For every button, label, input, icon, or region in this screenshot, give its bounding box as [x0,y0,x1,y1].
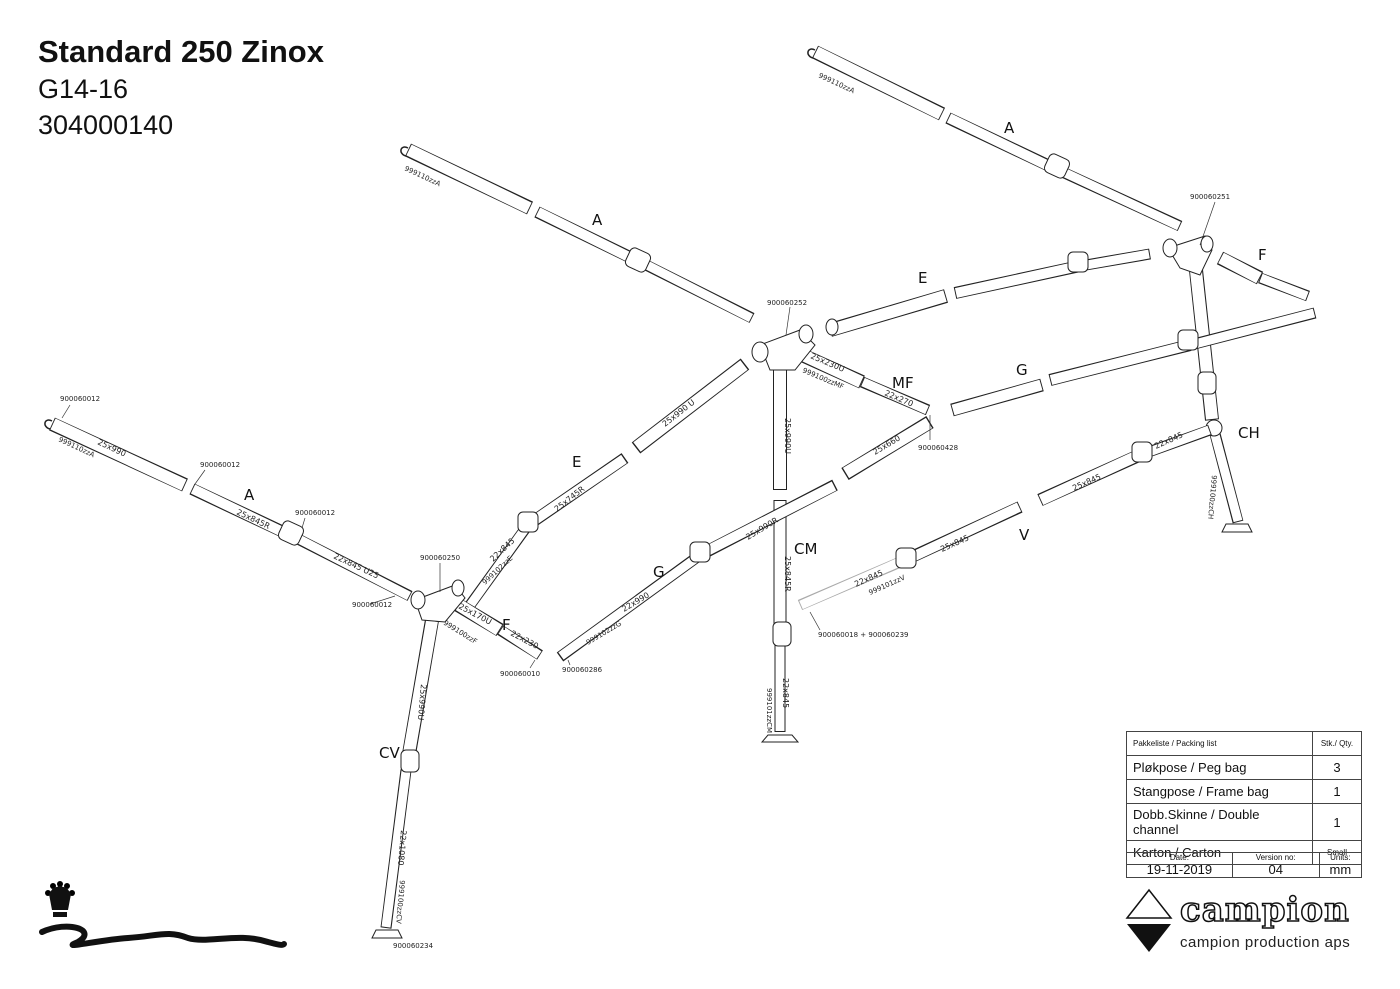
letter-f: F [1258,246,1267,264]
product-title: Standard 250 Zinox [38,34,324,69]
letter-ch: CH [1238,424,1260,442]
pole-cv [371,618,439,939]
pole-g-right [950,307,1317,417]
letter-cm: CM [794,540,817,558]
part-number: 900060286 [562,666,603,674]
part-letters: A A A E E F F G G MF CM CV CH V [244,119,1267,762]
model-code: G14-16 [38,74,129,104]
pole-mf [799,348,931,416]
version-label: Version no: [1255,853,1296,862]
dimension-label: 25x845R [235,508,272,531]
campion-tagline: campion production aps [1180,934,1351,951]
packing-list-table: Pakkeliste / Packing list Stk./ Qty. Plø… [1126,731,1362,865]
letter-a: A [592,211,603,229]
part-number: 900060252 [767,299,807,307]
letter-g: G [1016,361,1028,379]
qty: 3 [1312,755,1362,780]
hub-right [1162,235,1214,276]
pole-e-center [460,358,750,616]
units-value: mm [1329,862,1352,877]
pole-v-extended [797,554,908,611]
date-value: 19-11-2019 [1146,862,1213,877]
letter-v: V [1019,526,1030,544]
part-number: 900060012 [200,461,240,469]
letter-a: A [244,486,255,504]
version-value: 04 [1268,862,1283,877]
part-number: 900060234 [393,942,434,950]
pole-a-top-left [404,143,755,323]
letter-e: E [918,269,927,287]
tube-dimensions: 25x990 25x845R 22x845 U25 22x845 25x745R… [96,352,1184,866]
dimension-label: 22x1080 [396,830,408,866]
part-code: 999101zzCM [765,688,773,733]
tubes [44,45,1317,939]
part-number: 900060012 [295,509,335,517]
campion-logo: campion campion production aps [1125,888,1365,958]
pole-f-left [454,598,543,660]
part-number: 900060010 [500,670,540,678]
part-number: 900060251 [1190,193,1230,201]
pole-a-left [49,417,413,601]
document-meta-table: Date:19-11-2019 Version no:04 Units:mm [1126,852,1363,878]
pole-g-center [556,416,934,662]
pole-v [895,424,1212,569]
letter-g: G [653,563,665,581]
dimension-label: 25x990U [416,684,428,721]
letter-f: F [502,616,511,634]
qty: 1 [1312,803,1362,841]
letter-mf: MF [892,374,914,392]
pole-ch [1189,269,1253,533]
part-number: 900060018 + 900060239 [818,631,908,639]
hub-center [751,318,839,371]
dimension-label: 25x845R [783,556,792,592]
pole-e-right [828,248,1151,337]
item: Stangpose / Frame bag [1126,779,1313,804]
part-code: 999100zzF [442,619,479,646]
leader-lines [61,201,1216,669]
dimension-label: 25x990U [783,418,792,454]
part-number: 900060012 [352,601,392,609]
dimension-label: 22x845 [781,678,790,708]
crown-icon [39,881,287,949]
campion-triangles-icon [1125,888,1173,952]
letter-a: A [1004,119,1015,137]
packing-list-header-qty: Stk./ Qty. [1312,731,1362,756]
campion-wordmark: campion [1179,889,1350,931]
item: Pløkpose / Peg bag [1126,755,1313,780]
pole-cm [760,360,800,743]
item: Dobb.Skinne / Double channel [1126,803,1313,841]
letter-e: E [572,453,581,471]
qty: 1 [1312,779,1362,804]
pole-a-top-right [811,45,1183,231]
article-number: 304000140 [38,110,174,140]
part-code: 999100zzCH [1206,475,1218,520]
dimension-label: 22x990 [620,590,651,613]
part-number: 900060428 [918,444,958,452]
pole-f-right [1216,251,1310,302]
part-code: 999100zzCV [394,880,406,924]
letter-cv: CV [379,744,400,762]
isabella-logo [38,880,288,960]
packing-list-header: Pakkeliste / Packing list Stk./ Qty. [1126,731,1362,756]
date-label: Date: [1169,853,1189,862]
part-number: 900060012 [60,395,100,403]
packing-list-header-item: Pakkeliste / Packing list [1126,731,1313,756]
part-number: 900060250 [420,554,460,562]
hub-left [410,579,466,623]
units-label: Units: [1330,853,1351,862]
